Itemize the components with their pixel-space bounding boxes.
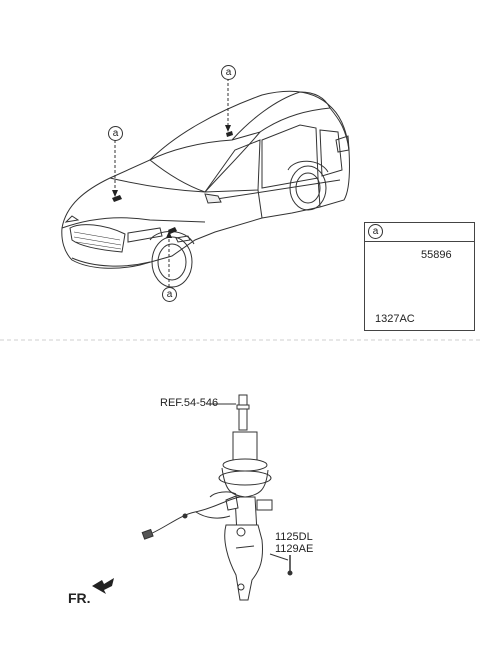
part-number-bolt-1: 1125DL: [275, 531, 313, 543]
callout-marker-front: a: [162, 287, 177, 302]
detail-marker: a: [368, 224, 383, 239]
callout-marker-roof: a: [221, 65, 236, 80]
strut-assembly-drawing: [141, 394, 293, 601]
sensor-mounts: [112, 131, 233, 234]
detail-box: a: [364, 222, 475, 331]
part-number-bolt-2: 1129AE: [275, 543, 314, 555]
detail-box-header: a: [365, 223, 474, 242]
part-number-bolt: 1327AC: [375, 313, 415, 325]
direction-label: FR.: [68, 590, 91, 606]
leader-lines-car: [114, 78, 229, 287]
car-illustration: [61, 90, 350, 288]
front-direction-arrow: [92, 578, 114, 594]
part-number-sensor: 55896: [421, 249, 452, 261]
callout-marker-hood: a: [108, 126, 123, 141]
reference-label: REF.54-546: [160, 397, 219, 409]
leader-arrows-car: [112, 125, 231, 238]
